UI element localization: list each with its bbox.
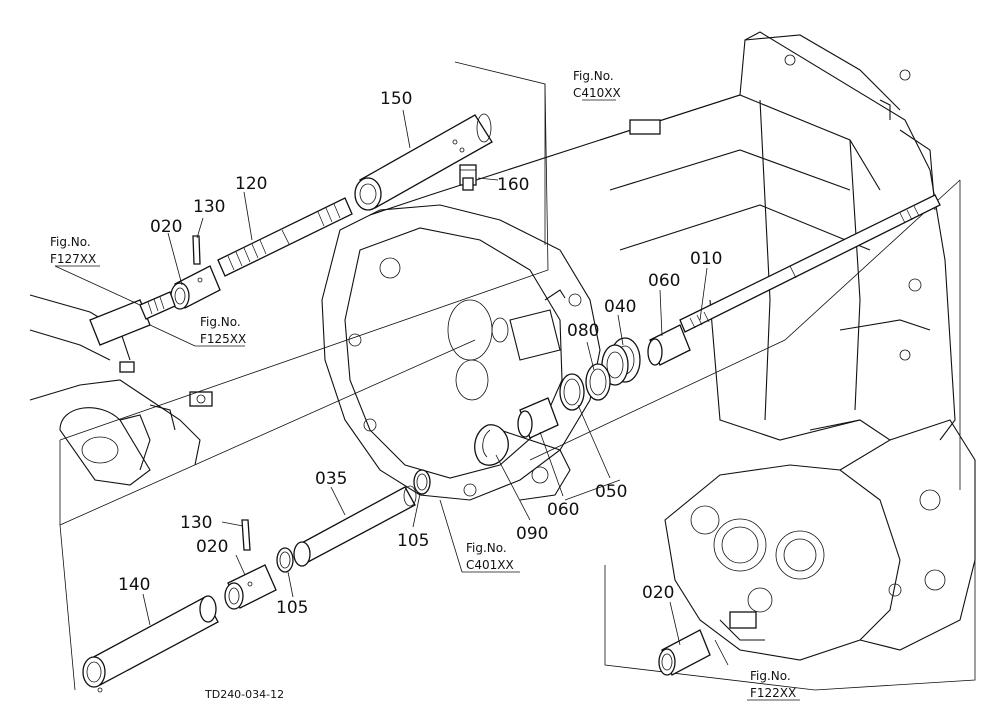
diagram-code: TD240-034-12	[204, 688, 284, 701]
coupler-020-bottom	[224, 564, 277, 610]
label-035: 035	[315, 469, 347, 489]
fig-f125-label: Fig.No.	[200, 315, 241, 329]
label-040: 040	[604, 297, 636, 317]
label-060-top: 060	[648, 271, 680, 291]
fig-f127-code: F127XX	[50, 252, 96, 266]
label-140: 140	[118, 575, 150, 595]
label-020-top: 020	[150, 217, 182, 237]
splined-stub	[139, 291, 176, 320]
ring-080	[585, 363, 611, 401]
part-labels: 150 160 120 130 020 010 060 040 080 050 …	[118, 89, 722, 618]
o-ring-105-left	[276, 547, 294, 573]
plug-160	[459, 164, 499, 191]
label-120: 120	[235, 174, 267, 194]
label-020-bottom: 020	[196, 537, 228, 557]
transmission-housing	[369, 31, 956, 441]
label-160: 160	[497, 175, 529, 195]
label-020-right: 020	[642, 583, 674, 603]
label-105-left: 105	[276, 598, 308, 618]
snap-ring-090	[474, 424, 509, 466]
axle-housing-left	[29, 294, 213, 486]
bearing-040	[601, 337, 641, 386]
fig-c410-code: C410XX	[573, 86, 621, 100]
label-130-bottom: 130	[180, 513, 212, 533]
bushing-060-top	[647, 324, 691, 366]
label-060-mid: 060	[547, 500, 579, 520]
fig-f122-label: Fig.No.	[750, 669, 791, 683]
fig-c401-label: Fig.No.	[466, 541, 507, 555]
tube-140	[82, 595, 219, 693]
label-080: 080	[567, 321, 599, 341]
fig-c401-code: C401XX	[466, 558, 514, 572]
label-150: 150	[380, 89, 412, 109]
tube-150	[354, 113, 493, 211]
shaft-010	[679, 194, 941, 333]
figure-references: Fig.No. C410XX Fig.No. F127XX Fig.No. F1…	[50, 69, 796, 700]
clutch-housing	[321, 204, 601, 501]
label-130-top: 130	[193, 197, 225, 217]
group-frame-lines	[59, 61, 976, 691]
fig-c410-label: Fig.No.	[573, 69, 614, 83]
label-105-right: 105	[397, 531, 429, 551]
fig-f125-code: F125XX	[200, 332, 246, 346]
coupler-020-right	[658, 629, 711, 676]
bushing-060-mid	[517, 397, 559, 439]
ring-050	[559, 373, 585, 411]
label-090: 090	[516, 524, 548, 544]
fig-f127-label: Fig.No.	[50, 235, 91, 249]
pin-130-bottom	[241, 519, 251, 551]
gearbox-cover	[664, 419, 976, 661]
label-010: 010	[690, 249, 722, 269]
pipe-035	[293, 485, 417, 567]
label-050: 050	[595, 482, 627, 502]
shaft-120	[217, 197, 353, 277]
fig-f122-code: F122XX	[750, 686, 796, 700]
o-ring-105-right	[413, 469, 431, 495]
leader-lines	[54, 99, 800, 701]
pin-130-top	[192, 235, 201, 265]
coupler-020-top	[170, 265, 221, 310]
